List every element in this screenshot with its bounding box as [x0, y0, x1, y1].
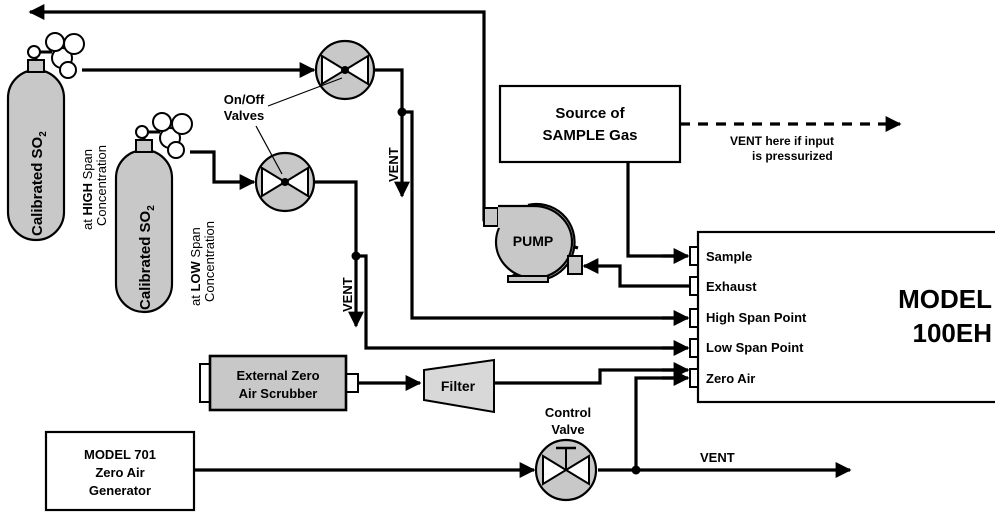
- low-valve-out-line: [315, 180, 680, 350]
- sample-gas-source: Source of SAMPLE Gas: [498, 84, 682, 164]
- high-valve-out-line: [375, 68, 680, 320]
- source-line1: Source of: [555, 105, 625, 122]
- low-cylinder-name: Calibrated SO2: [137, 205, 157, 310]
- low-vent-label: VENT: [340, 277, 355, 312]
- port-zero-air[interactable]: Zero Air: [689, 368, 755, 388]
- low-vent-junction: [351, 251, 361, 261]
- high-vent-junction: [397, 107, 407, 117]
- control-valve-label-line2: Valve: [551, 422, 584, 437]
- control-valve[interactable]: [534, 438, 598, 502]
- bottom-vent-label: VENT: [700, 450, 735, 465]
- high-span-cylinder: Calibrated SO2 at HIGH Span Concentratio…: [6, 32, 109, 242]
- port-high-span[interactable]: High Span Point: [689, 308, 807, 328]
- high-cylinder-name: Calibrated SO2: [29, 131, 49, 236]
- analyzer-title-line2: 100EH: [913, 318, 993, 348]
- high-vent-label: VENT: [386, 147, 401, 182]
- low-span-label: at LOW Span: [188, 227, 203, 306]
- port-high-span-label: High Span Point: [706, 310, 807, 325]
- vent-note-line2: is pressurized: [752, 149, 833, 163]
- high-span-label: at HIGH Span: [80, 149, 95, 230]
- port-exhaust-label: Exhaust: [706, 279, 757, 294]
- port-low-span-label: Low Span Point: [706, 340, 804, 355]
- model-701-zero-air-generator: MODEL 701 Zero Air Generator: [44, 430, 196, 512]
- port-sample[interactable]: Sample: [689, 246, 752, 266]
- analyzer-model-100eh: MODEL 100EH: [696, 230, 995, 404]
- port-sample-label: Sample: [706, 249, 752, 264]
- port-low-span[interactable]: Low Span Point: [689, 338, 804, 358]
- filter: Filter: [423, 358, 495, 414]
- low-on-off-valve[interactable]: [254, 151, 316, 213]
- exhaust-line: [582, 258, 690, 288]
- filter-to-zero-air-line: [494, 368, 680, 385]
- external-zero-air-scrubber: External Zero Air Scrubber: [199, 354, 359, 412]
- generator-line1: MODEL 701: [84, 447, 156, 462]
- source-line2: SAMPLE Gas: [542, 127, 637, 144]
- high-concentration-label: Concentration: [94, 145, 109, 226]
- generator-line2: Zero Air: [95, 465, 144, 480]
- scrubber-line2: Air Scrubber: [239, 386, 318, 401]
- vent-note-line1: VENT here if input: [730, 134, 834, 148]
- valves-label-line1: On/Off: [224, 92, 265, 107]
- valves-label-line2: Valves: [224, 108, 265, 123]
- low-span-cylinder: Calibrated SO2 at LOW Span Concentration: [114, 112, 217, 314]
- filter-label: Filter: [441, 378, 476, 394]
- bottom-vent-junction: [631, 465, 641, 475]
- on-off-valves-callout: On/Off Valves: [224, 77, 343, 175]
- port-exhaust[interactable]: Exhaust: [689, 276, 757, 296]
- low-concentration-label: Concentration: [202, 221, 217, 302]
- high-on-off-valve[interactable]: [314, 39, 376, 101]
- port-zero-air-label: Zero Air: [706, 371, 755, 386]
- scrubber-line1: External Zero: [236, 368, 319, 383]
- generator-line3: Generator: [89, 483, 151, 498]
- control-valve-label-line1: Control: [545, 405, 591, 420]
- zero-air-tee-line: [634, 376, 680, 470]
- pump: PUMP: [483, 202, 583, 283]
- low-cylinder-line: [190, 150, 256, 190]
- analyzer-ports: Sample Exhaust High Span Point Low Span …: [689, 246, 807, 388]
- pump-label: PUMP: [513, 233, 553, 249]
- analyzer-title-line1: MODEL: [898, 284, 992, 314]
